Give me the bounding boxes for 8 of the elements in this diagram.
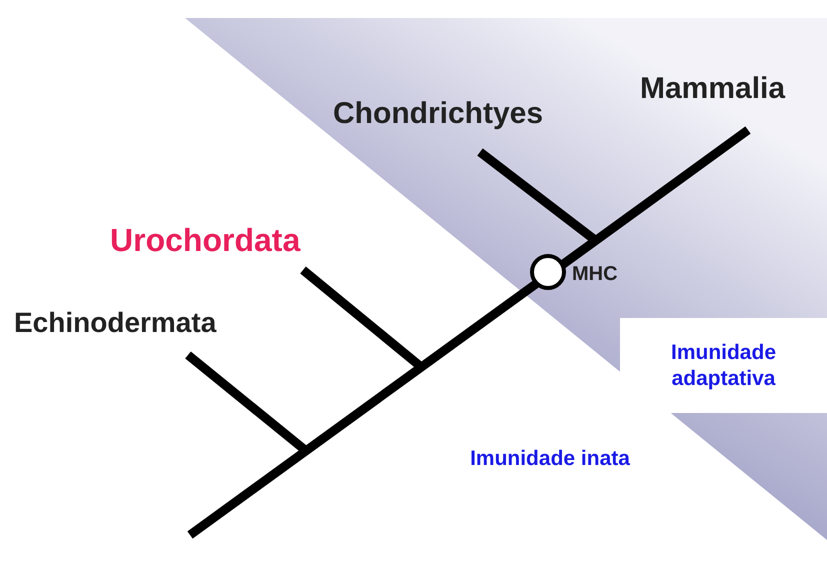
- taxon-label: Echinodermata: [14, 307, 216, 340]
- taxon-label: Urochordata: [110, 222, 300, 259]
- label-box: [620, 318, 827, 413]
- taxon-label: Mammalia: [640, 72, 786, 106]
- taxon-label: Imunidade inata: [470, 447, 630, 472]
- region-label: Imunidade adaptativa: [670, 340, 777, 391]
- taxon-label: Chondrichtyes: [333, 97, 544, 132]
- taxon-label: MHC: [572, 263, 618, 286]
